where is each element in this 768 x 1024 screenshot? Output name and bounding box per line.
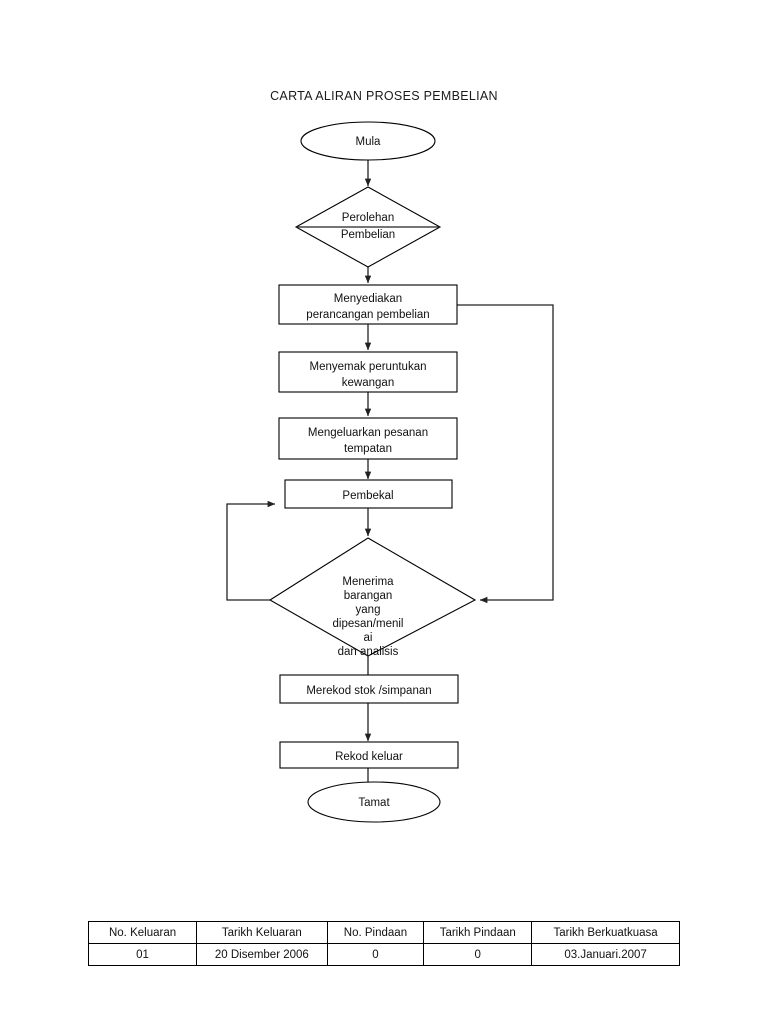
table-header-no-keluaran: No. Keluaran — [87, 921, 198, 944]
node-decision2-label-line1: Menerima — [342, 576, 394, 588]
table-cell-tarikh-berkuatkuasa: 03.Januari.2007 — [531, 943, 680, 966]
node-process1-label-line1: Menyediakan — [334, 293, 402, 305]
node-end-label: Tamat — [358, 797, 390, 809]
node-decision1[interactable]: Perolehan Pembelian — [294, 186, 442, 268]
node-process2-label-line1: Menyemak peruntukan — [310, 361, 427, 373]
node-decision1-label-line2: Pembelian — [341, 229, 395, 241]
revision-table: No. Keluaran Tarikh Keluaran No. Pindaan… — [87, 921, 680, 966]
node-end[interactable]: Tamat — [307, 781, 441, 823]
node-process1-label-line2: perancangan pembelian — [306, 309, 429, 321]
node-process6-label: Rekod keluar — [335, 751, 403, 763]
node-decision2-label-line2: barangan — [344, 590, 393, 602]
node-start-label: Mula — [356, 136, 382, 148]
node-process1[interactable]: Menyediakan perancangan pembelian — [278, 284, 458, 325]
table-cell-tarikh-keluaran: 20 Disember 2006 — [196, 943, 328, 966]
node-process4[interactable]: Pembekal — [284, 479, 453, 509]
node-process2-label-line2: kewangan — [342, 377, 394, 389]
connector-process1-feedback-to-decision2 — [457, 304, 554, 604]
table-cell-tarikh-pindaan: 0 — [423, 943, 533, 966]
node-process6[interactable]: Rekod keluar — [279, 741, 459, 769]
node-process4-label: Pembekal — [342, 490, 393, 502]
page-title: CARTA ALIRAN PROSES PEMBELIAN — [270, 89, 498, 103]
table-row: 01 20 Disember 2006 0 0 03.Januari.2007 — [87, 943, 680, 966]
node-start[interactable]: Mula — [300, 121, 436, 161]
connector-decision2-reject-to-process4 — [226, 500, 276, 601]
table-cell-no-pindaan: 0 — [326, 943, 425, 966]
table-header-no-pindaan: No. Pindaan — [326, 921, 425, 944]
node-decision2[interactable]: Menerima barangan yang dipesan/menil ai … — [268, 537, 477, 658]
node-process5-label: Merekod stok /simpanan — [306, 685, 431, 697]
node-process5[interactable]: Merekod stok /simpanan — [279, 674, 459, 704]
table-header-tarikh-keluaran: Tarikh Keluaran — [196, 921, 328, 944]
table-header-row: No. Keluaran Tarikh Keluaran No. Pindaan… — [87, 921, 680, 944]
node-decision1-label-line1: Perolehan — [342, 212, 394, 224]
node-process2[interactable]: Menyemak peruntukan kewangan — [278, 351, 458, 393]
node-decision2-label-line4: dipesan/menil — [333, 618, 404, 630]
node-decision2-label-line6: dan analisis — [338, 646, 399, 658]
node-decision2-label-line5: ai — [364, 632, 373, 644]
node-process3[interactable]: Mengeluarkan pesanan tempatan — [278, 417, 458, 460]
node-decision2-label-line3: yang — [356, 604, 381, 616]
table-header-tarikh-pindaan: Tarikh Pindaan — [423, 921, 533, 944]
node-process3-label-line1: Mengeluarkan pesanan — [308, 427, 428, 439]
table-cell-no-keluaran: 01 — [87, 943, 198, 966]
node-process3-label-line2: tempatan — [344, 443, 392, 455]
table-header-tarikh-berkuatkuasa: Tarikh Berkuatkuasa — [531, 921, 680, 944]
